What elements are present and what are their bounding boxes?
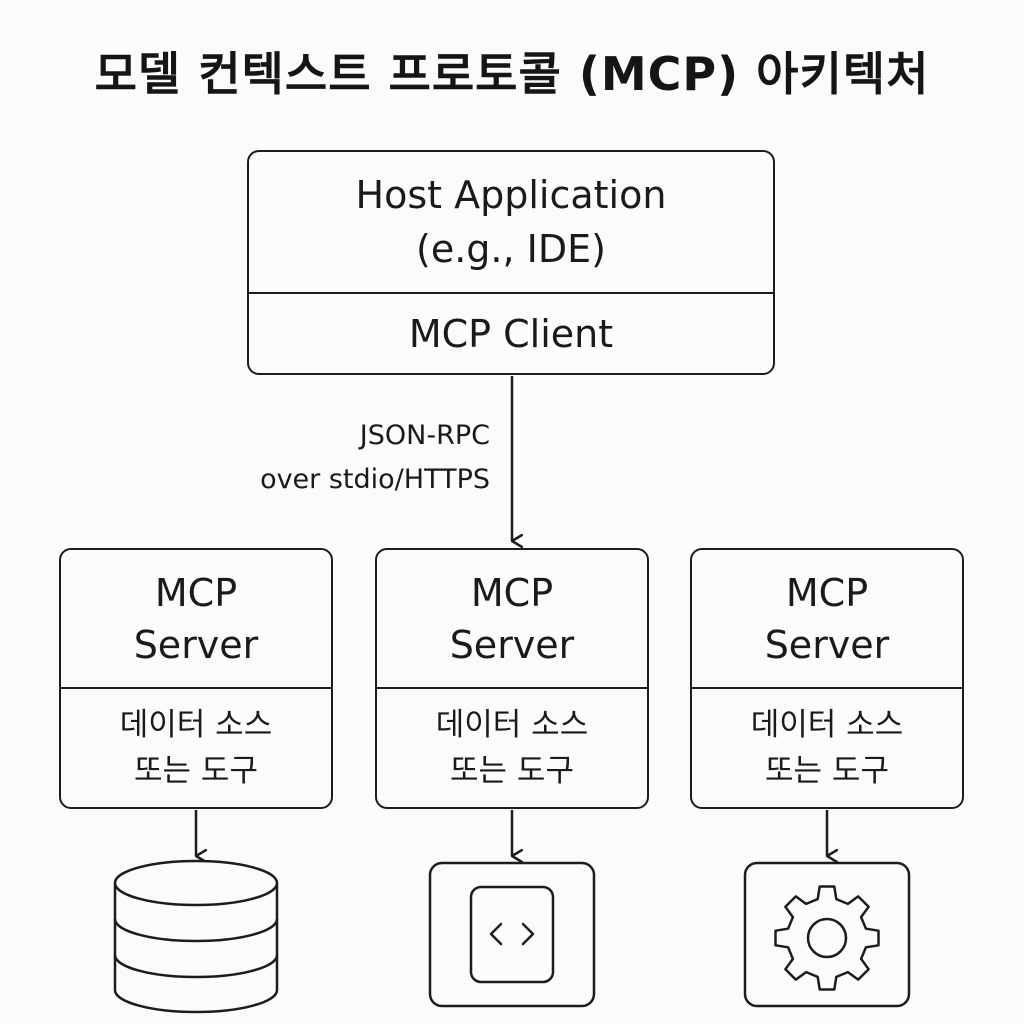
mcp-server-section: MCP Server [692, 550, 962, 689]
host-application-label: Host Application [355, 173, 667, 217]
mcp-server-label-line1: MCP [470, 570, 554, 615]
data-source-label-line2: 또는 도구 [134, 753, 258, 789]
mcp-server-label-line2: Server [764, 622, 890, 667]
data-source-label-line2: 또는 도구 [765, 753, 889, 789]
host-application-box: Host Application (e.g., IDE) MCP Client [247, 150, 775, 375]
mcp-server-label-line1: MCP [154, 570, 238, 615]
data-source-label-line1: 데이터 소스 [750, 707, 904, 743]
data-source-label-line1: 데이터 소스 [435, 707, 589, 743]
mcp-server-section: MCP Server [61, 550, 331, 689]
host-application-example: (e.g., IDE) [416, 227, 606, 271]
connection-protocol: JSON-RPC [359, 420, 490, 451]
mcp-server-box-3: MCP Server 데이터 소스 또는 도구 [690, 548, 964, 809]
data-source-label-line1: 데이터 소스 [119, 707, 273, 743]
mcp-server-label-line2: Server [133, 622, 259, 667]
data-source-label-line2: 또는 도구 [450, 753, 574, 789]
mcp-server-box-1: MCP Server 데이터 소스 또는 도구 [59, 548, 333, 809]
data-source-section: 데이터 소스 또는 도구 [61, 689, 331, 807]
database-icon [113, 859, 279, 1014]
gear-icon [743, 861, 911, 1008]
mcp-server-box-2: MCP Server 데이터 소스 또는 도구 [375, 548, 649, 809]
diagram-title: 모델 컨텍스트 프로토콜 (MCP) 아키텍처 [94, 47, 930, 101]
mcp-client-label: MCP Client [408, 311, 614, 356]
data-source-section: 데이터 소스 또는 도구 [377, 689, 647, 807]
data-source-section: 데이터 소스 또는 도구 [692, 689, 962, 807]
mcp-server-label-line2: Server [449, 622, 575, 667]
connection-label: JSON-RPC over stdio/HTTPS [170, 414, 490, 502]
host-application-section: Host Application (e.g., IDE) [249, 152, 773, 294]
mcp-server-label-line1: MCP [785, 570, 869, 615]
code-file-icon [428, 861, 596, 1008]
connection-transport: over stdio/HTTPS [260, 464, 490, 495]
mcp-server-section: MCP Server [377, 550, 647, 689]
